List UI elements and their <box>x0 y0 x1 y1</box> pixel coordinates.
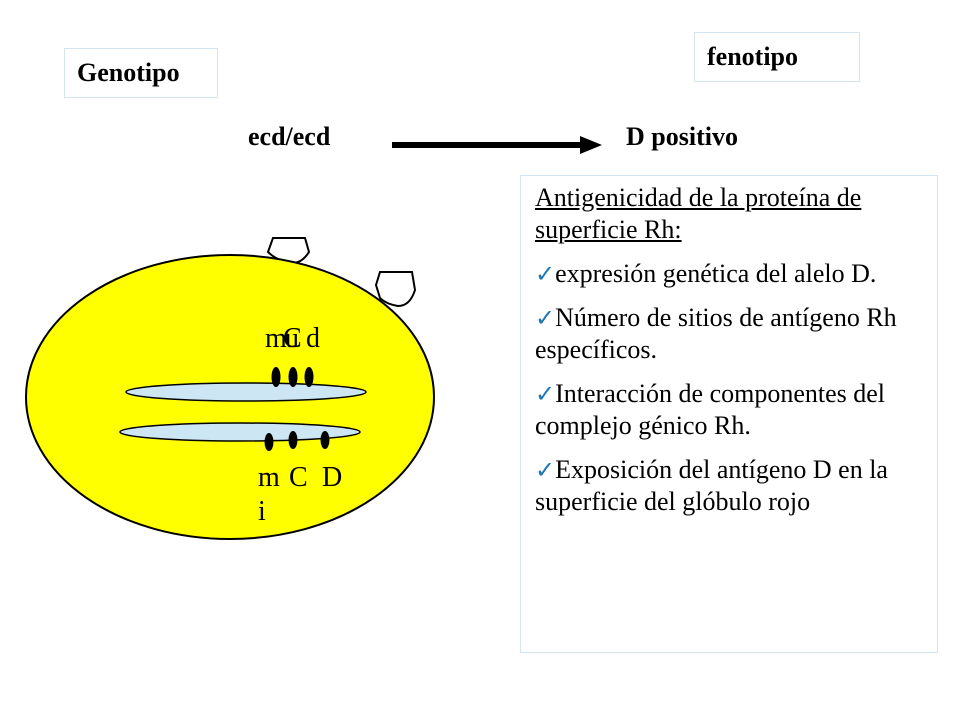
locus-top-3 <box>304 367 314 387</box>
locus-top-1 <box>271 367 281 387</box>
info-item-text: Exposición del antígeno D en la superfic… <box>535 455 888 516</box>
check-icon: ✓ <box>535 304 556 332</box>
info-item-text: Interacción de componentes del complejo … <box>535 379 886 440</box>
info-item: ✓Exposición del antígeno D en la superfi… <box>535 454 925 518</box>
fenotipo-label-box: fenotipo <box>694 32 860 82</box>
info-heading: Antigenicidad de la proteína de superfic… <box>535 183 862 244</box>
info-item: ✓Número de sitios de antígeno Rh específ… <box>535 302 925 366</box>
locus-top-2 <box>288 367 298 387</box>
gene-letter-top-d: d <box>306 323 320 354</box>
genotipo-label: Genotipo <box>77 58 180 87</box>
phenotype-value: D positivo <box>626 122 738 151</box>
check-icon: ✓ <box>535 380 556 408</box>
gene-letter-bottom-c: C <box>289 462 308 493</box>
check-icon: ✓ <box>535 260 556 288</box>
genotipo-label-box: Genotipo <box>64 48 218 98</box>
info-item: ✓expresión genética del alelo D. <box>535 258 925 290</box>
antigenicity-info-box: Antigenicidad de la proteína de superfic… <box>520 175 938 653</box>
gene-letter-top-c: C <box>283 323 302 354</box>
chromosome-bottom <box>119 422 361 442</box>
gene-letter-bottom-d: D <box>322 462 343 493</box>
gene-letter-top-m: m <box>265 323 287 354</box>
antigen-shape-2 <box>374 271 417 308</box>
locus-bottom-1 <box>264 433 274 451</box>
gene-letter-bottom-m: m <box>258 462 280 493</box>
locus-bottom-3 <box>320 431 330 449</box>
info-item-text: Número de sitios de antígeno Rh específi… <box>535 303 897 364</box>
locus-bottom-2 <box>288 431 298 449</box>
info-item-text: expresión genética del alelo D. <box>555 259 877 288</box>
chromosome-top <box>125 382 367 402</box>
genotype-value: ecd/ecd <box>248 122 331 151</box>
gene-letter-top-u: u <box>285 323 299 354</box>
info-item: ✓Interacción de componentes del complejo… <box>535 378 925 442</box>
arrow-head <box>580 136 602 154</box>
check-icon: ✓ <box>535 456 556 484</box>
fenotipo-label: fenotipo <box>707 42 798 71</box>
gene-letter-bottom-i: i <box>258 496 266 527</box>
